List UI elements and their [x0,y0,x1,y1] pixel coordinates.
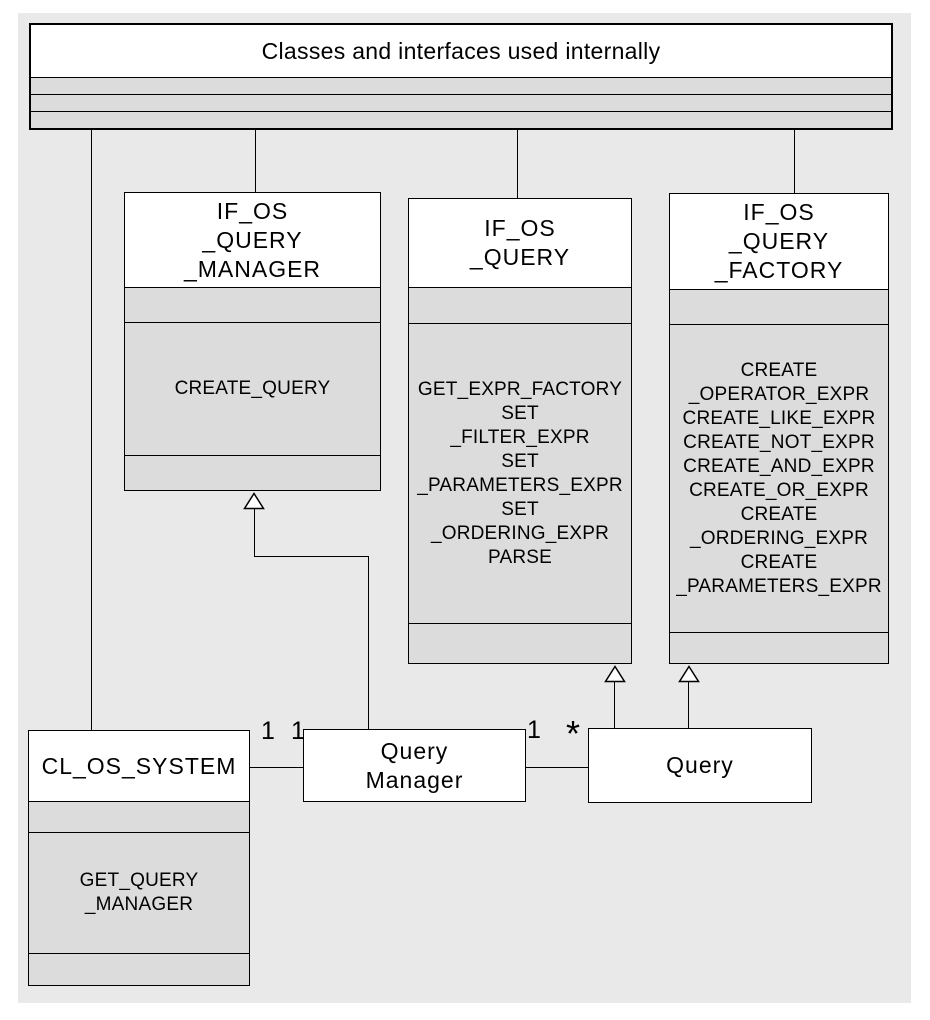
class-box-query-manager[interactable]: Query Manager [303,729,526,802]
multiplicity-label: * [565,713,580,754]
frame-empty-compartment-2 [31,94,891,111]
generalization-arrowhead-if-os-query [604,665,626,683]
methods-cl-os-system: GET_QUERY _MANAGER [29,832,249,953]
attributes-compartment [125,287,380,322]
class-box-if-os-query[interactable]: IF_OS _QUERY GET_EXPR_FACTORY SET _FILTE… [408,198,632,664]
class-name-if-os-query-manager: IF_OS _QUERY _MANAGER [125,193,380,287]
frame-link-line-if-os-query [517,130,518,198]
diagram-title: Classes and interfaces used internally [31,25,891,78]
footer-compartment [29,953,249,985]
class-name-if-os-query: IF_OS _QUERY [409,199,631,287]
multiplicity-label: 1 [261,717,275,745]
class-box-cl-os-system[interactable]: CL_OS_SYSTEM GET_QUERY _MANAGER [28,730,250,986]
multiplicity-label: 1 [291,717,305,745]
frame-link-line-if-os-query-manager [255,130,256,192]
multiplicity-label: 1 [527,716,541,744]
attributes-compartment [670,289,888,324]
attributes-compartment [409,287,631,323]
methods-if-os-query-manager: CREATE_QUERY [125,322,380,455]
class-name-if-os-query-factory: IF_OS _QUERY _FACTORY [670,194,888,289]
generalization-line-segment [254,509,255,556]
methods-if-os-query: GET_EXPR_FACTORY SET _FILTER_EXPR SET _P… [409,323,631,623]
generalization-line-segment [368,556,369,729]
footer-compartment [670,632,888,663]
frame-link-line-cl-os-system [91,130,92,730]
footer-compartment [125,455,380,490]
generalization-arrowhead-if-os-query-factory [678,665,700,683]
footer-compartment [409,623,631,663]
attributes-compartment [29,801,249,832]
generalization-line-segment [254,556,369,557]
class-box-query[interactable]: Query [588,728,812,803]
class-box-if-os-query-factory[interactable]: IF_OS _QUERY _FACTORY CREATE _OPERATOR_E… [669,193,889,664]
frame-empty-compartment-1 [31,78,891,94]
class-name-cl-os-system: CL_OS_SYSTEM [29,731,249,801]
frame-link-line-if-os-query-factory [794,130,795,193]
diagram-frame-box[interactable]: Classes and interfaces used internally [29,23,893,130]
methods-if-os-query-factory: CREATE _OPERATOR_EXPR CREATE_LIKE_EXPR C… [670,324,888,632]
generalization-line-segment [688,682,689,728]
association-line-system-manager [250,767,303,768]
generalization-line-segment [614,682,615,728]
generalization-arrowhead-if-os-query-manager [243,492,265,510]
frame-empty-compartment-3 [31,111,891,128]
association-line-manager-query [526,767,588,768]
class-box-if-os-query-manager[interactable]: IF_OS _QUERY _MANAGER CREATE_QUERY [124,192,381,491]
